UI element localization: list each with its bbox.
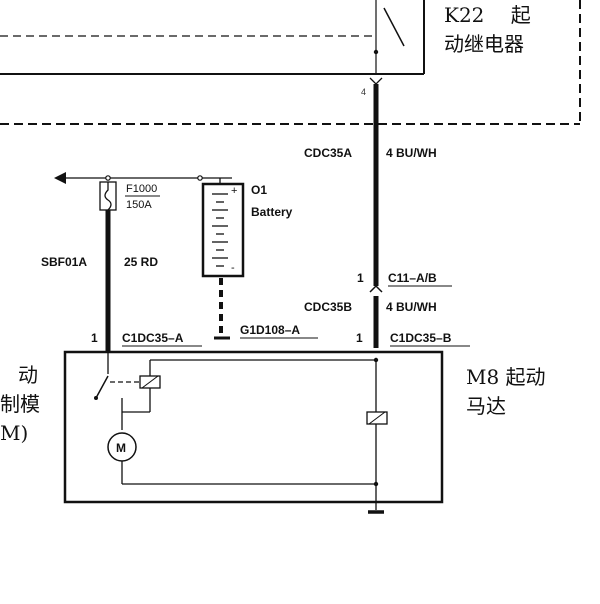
relay-switch-contact [373,49,379,55]
inline-connector-pin: 1 [357,271,364,285]
starter-connector-b-name: C1DC35–B [390,331,452,345]
inline-connector-name: C11–A/B [388,271,437,285]
left-module-line2: 制模 [0,392,40,416]
relay-pin-number: 4 [361,87,366,97]
wire-cdc35b-circuit: CDC35B [304,300,352,314]
battery-feed: F1000 150A SBF01A 25 RD 1 C1DC35–A [41,172,232,352]
wire-cdc35a-color: 4 BU/WH [386,146,437,160]
wire-cdc35b-color: 4 BU/WH [386,300,437,314]
starter-ground-node [373,481,379,487]
wire-sbf01a-color: 25 RD [124,255,158,269]
fuse-element [104,182,112,211]
starter-switch-contact [94,396,98,400]
starter-label-line2: 马达 [466,394,506,418]
battery-minus-sign: - [231,262,235,274]
motor-symbol: M [116,441,126,455]
inline-connector-female [369,284,383,293]
starter-solenoid-coil-slash [141,375,159,389]
starter-connector-a-name: C1DC35–A [122,331,184,345]
ground-connector-name: G1D108–A [240,323,300,337]
relay-label-line2: 动继电器 [444,32,524,56]
starter-hold-coil-slash [368,411,386,425]
starter-connector-a-pin: 1 [91,331,98,345]
battery-label: Battery [251,205,293,219]
relay-pin-arrow [369,77,383,85]
starter-connector-b-pin: 1 [356,331,363,345]
fuse-name: F1000 [126,183,157,195]
fuse-rating: 150A [126,199,152,211]
relay-switch-arm [383,7,405,47]
feed-battery-node [197,175,203,181]
left-module-line1: 动 [18,363,38,387]
left-module-line3: M) [0,421,28,445]
battery: + - O1 Battery G1D108–A [201,178,318,340]
wire-cdc35a-circuit: CDC35A [304,146,352,160]
relay-module: 4 K22 起 动继电器 [0,0,581,125]
battery-cells-icon [212,193,228,267]
feed-fuse-node [105,175,111,181]
starter-motor: M M8 起动 马达 [63,350,546,514]
left-module-label: 动 制模 M) [0,363,40,445]
fuse-icon [99,181,117,211]
relay-label-line1: K22 起 [444,3,531,27]
starter-label-line1: M8 起动 [466,365,546,389]
relay-to-starter-wire: CDC35A 4 BU/WH 1 C11–A/B CDC35B 4 BU/WH … [304,84,470,348]
wire-sbf01a-circuit: SBF01A [41,255,87,269]
battery-name: O1 [251,183,267,197]
starter-housing [63,350,444,504]
feed-arrow-icon [54,172,66,184]
starter-switch-arm [95,375,109,399]
battery-case [201,182,245,278]
battery-plus-sign: + [231,185,237,197]
